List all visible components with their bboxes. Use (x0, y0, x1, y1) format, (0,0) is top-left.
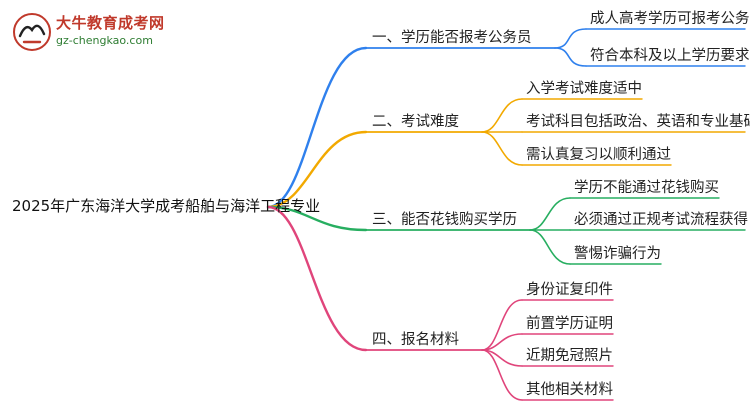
leaf-topic: 符合本科及以上学历要求 (590, 48, 750, 64)
leaf-topic: 学历不能通过花钱购买 (574, 180, 719, 196)
leaf-connector (481, 98, 523, 133)
leaf-topic: 成人高考学历可报考公务员 (590, 11, 750, 27)
logo-icon (13, 13, 51, 51)
leaf-connector (481, 349, 523, 401)
leaf-topic: 其他相关材料 (526, 382, 613, 398)
leaf-connector (554, 28, 587, 49)
branch-connector (266, 46, 368, 209)
branch-connector (266, 130, 368, 209)
leaf-connector (481, 131, 523, 166)
branch-topic: 二、考试难度 (372, 114, 459, 130)
leaf-topic: 警惕诈骗行为 (574, 246, 661, 262)
leaf-topic: 近期免冠照片 (526, 348, 613, 364)
leaf-topic: 入学考试难度适中 (526, 81, 642, 97)
branch-connector (266, 205, 368, 352)
leaf-connector (554, 47, 587, 67)
root-topic: 2025年广东海洋大学成考船舶与海洋工程专业 (12, 197, 321, 215)
leaf-connector (481, 299, 523, 351)
leaf-connector (529, 197, 571, 231)
logo-title: 大牛教育成考网 (56, 14, 165, 32)
branch-connector (266, 205, 368, 232)
leaf-connector (529, 229, 571, 265)
leaf-topic: 考试科目包括政治、英语和专业基础 (526, 114, 750, 130)
leaf-topic: 需认真复习以顺利通过 (526, 147, 671, 163)
leaf-topic: 身份证复印件 (526, 282, 613, 298)
branch-topic: 四、报名材料 (372, 332, 459, 348)
leaf-topic: 必须通过正规考试流程获得 (574, 212, 748, 228)
branch-topic: 三、能否花钱购买学历 (372, 212, 517, 228)
logo-url: gz-chengkao.com (56, 34, 153, 47)
site-logo: 大牛教育成考网 gz-chengkao.com (12, 10, 182, 54)
branch-topic: 一、学历能否报考公务员 (372, 30, 532, 46)
leaf-topic: 前置学历证明 (526, 316, 613, 332)
